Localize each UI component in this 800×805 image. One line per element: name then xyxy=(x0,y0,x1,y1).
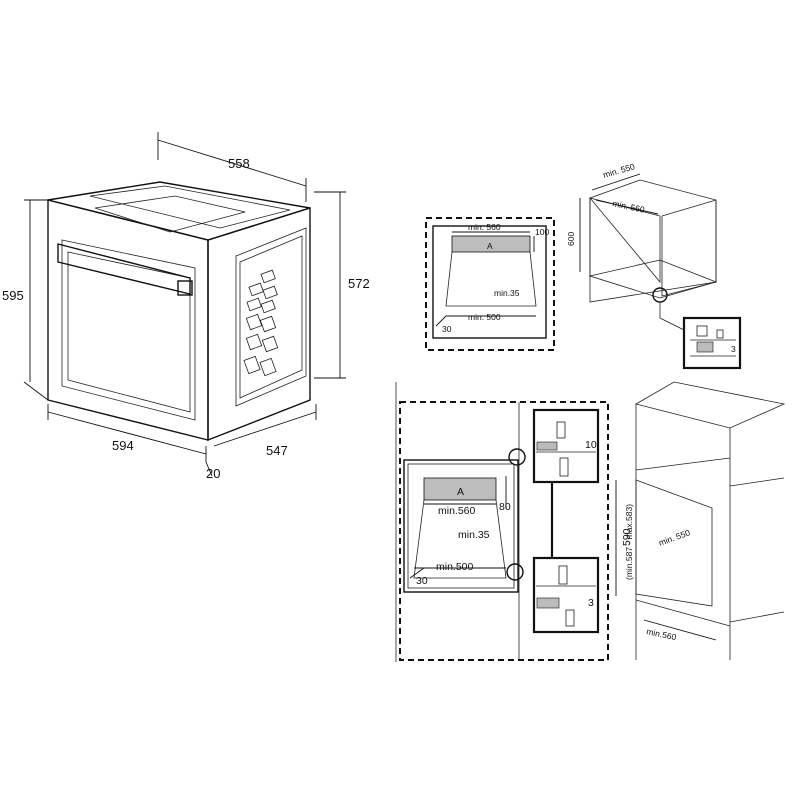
column-cutout: A min.560 80 min.35 min.500 30 10 3 xyxy=(395,382,609,662)
dim-height-total: 595 xyxy=(2,288,24,303)
oven-side xyxy=(207,207,311,442)
dim-depth: 547 xyxy=(266,443,288,458)
column-width-min: min.560 xyxy=(438,505,476,517)
detail-box-small: 3 xyxy=(682,316,742,370)
cutout-side-gap: min.35 xyxy=(494,288,520,298)
column-vent-label: A xyxy=(457,486,464,498)
cab-width: min. 560 xyxy=(612,198,646,215)
column-cab-depth: min. 550 xyxy=(657,527,691,548)
cutout-outline xyxy=(425,217,555,351)
oven-drawing: 558 595 572 594 547 20 xyxy=(2,132,370,481)
undercounter-cabinet-3d: min. 550 min. 560 600 xyxy=(566,161,718,331)
column-cutout-outline xyxy=(399,401,609,661)
cab-height: 600 xyxy=(566,232,576,246)
dim-width-top: 558 xyxy=(228,156,250,171)
column-corner-value: 30 xyxy=(416,575,428,587)
undercounter-cutout: min. 560 100 A min.35 min. 500 30 xyxy=(425,217,555,351)
oven-top xyxy=(47,181,311,241)
dim-height-body: 572 xyxy=(348,276,370,291)
column-cab-width: min.560 xyxy=(646,626,678,642)
cutout-top-clearance: 100 xyxy=(535,227,549,237)
oven-handle xyxy=(57,243,191,295)
column-cabinet-3d: 590 (min.587 - max.583) min. 550 min.560 xyxy=(615,381,786,660)
cutout-width-min: min. 560 xyxy=(468,222,501,232)
oven-door-window xyxy=(61,239,196,421)
cutout-bottom-width: min. 500 xyxy=(468,312,501,322)
dim-front-thickness: 20 xyxy=(206,466,220,481)
oven-front-panel xyxy=(47,199,209,441)
cutout-vent-label: A xyxy=(487,241,493,251)
column-side-gap: min.35 xyxy=(458,529,490,541)
column-cab-height: 590 xyxy=(621,528,633,546)
column-top-value: 80 xyxy=(499,501,511,513)
oven-side-vents xyxy=(243,269,279,377)
column-cab-height-range: (min.587 - max.583) xyxy=(624,504,634,580)
vent-zone-a xyxy=(451,235,531,253)
column-bottom-width: min.500 xyxy=(436,561,474,573)
column-vent-zone-a xyxy=(423,477,497,501)
column-detail-top-gap: 10 xyxy=(585,439,597,451)
oven-dimensions xyxy=(23,132,346,477)
dim-width-front: 594 xyxy=(112,438,134,453)
column-detail-top: 10 xyxy=(532,408,600,484)
cutout-corner-value: 30 xyxy=(442,324,452,334)
column-detail-bottom: 3 xyxy=(532,556,600,634)
column-detail-bottom-gap: 3 xyxy=(588,597,594,609)
detail-small-gap: 3 xyxy=(731,344,736,354)
